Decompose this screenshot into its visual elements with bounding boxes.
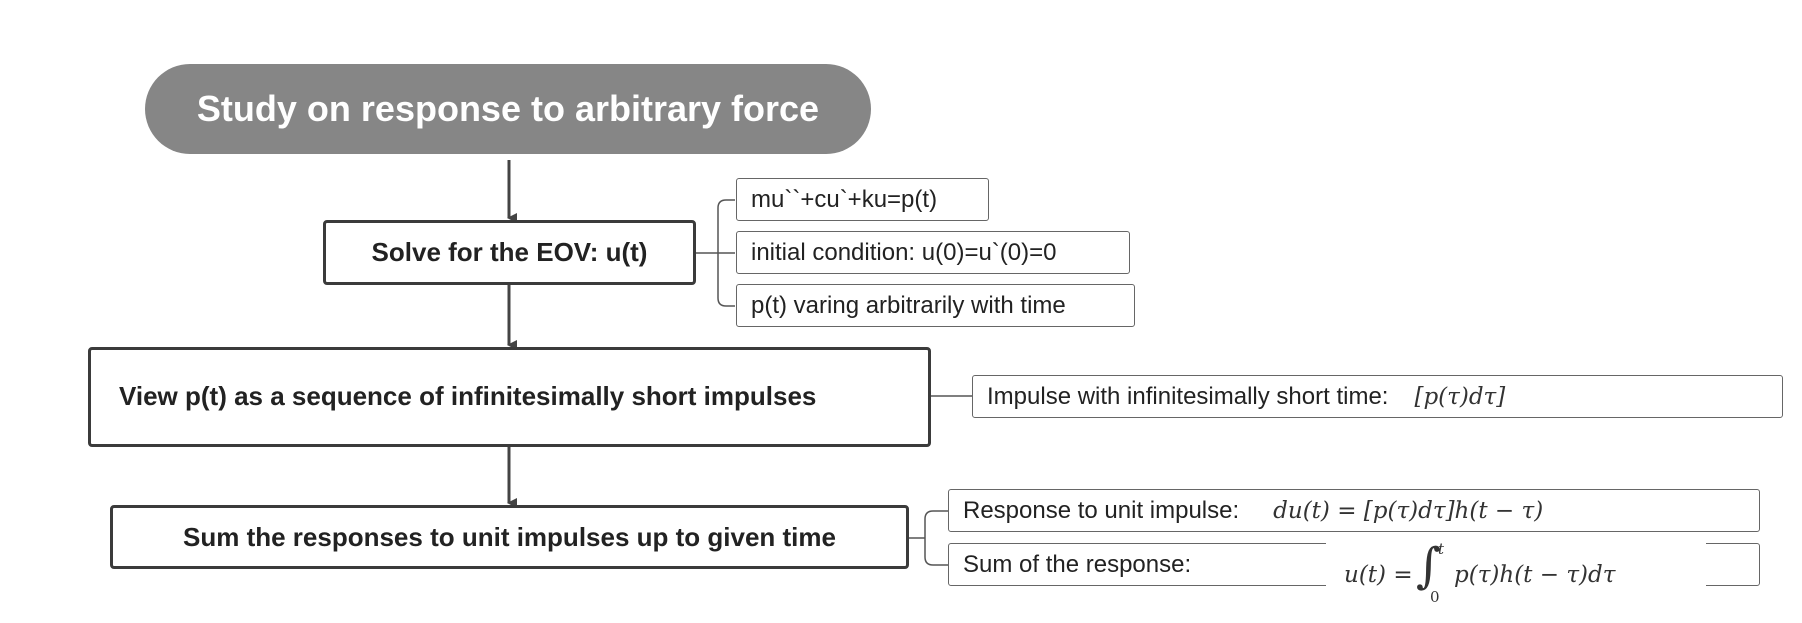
step-solve-eov: Solve for the EOV: u(t)	[323, 220, 696, 285]
diagram-title: Study on response to arbitrary force	[145, 64, 871, 154]
note-impulse: Impulse with infinitesimally short time:…	[972, 375, 1783, 418]
step-view-impulses: View p(t) as a sequence of infinitesimal…	[88, 347, 931, 447]
note-unit-impulse-label: Response to unit impulse:	[963, 496, 1240, 524]
integral-upper-limit: t	[1438, 540, 1445, 558]
bracket-eov-notes	[694, 199, 735, 307]
note-equation-of-motion: mu``+cu`+ku=p(t)	[736, 178, 989, 221]
note-arbitrary-force: p(t) varing arbitrarily with time	[736, 284, 1135, 327]
integral-rhs: p(τ)h(t − τ)dτ	[1454, 562, 1616, 588]
note-initial-condition: initial condition: u(0)=u`(0)=0	[736, 231, 1130, 274]
step-sum-responses: Sum the responses to unit impulses up to…	[110, 505, 909, 569]
integral-sign: ∫	[1416, 538, 1442, 594]
note-sum-label: Sum of the response:	[963, 550, 1192, 578]
integral-lhs: u(t) =	[1344, 562, 1413, 588]
note-impulse-label: Impulse with infinitesimally short time:	[987, 382, 1389, 410]
integral-lower-limit: 0	[1430, 588, 1440, 606]
note-unit-impulse-response: Response to unit impulse: du(t) = [p(τ)d…	[948, 489, 1760, 532]
convolution-integral: u(t) = ∫ t 0 p(τ)h(t − τ)dτ	[1326, 538, 1706, 608]
bracket-sum-notes	[908, 510, 948, 566]
impulse-formula: [p(τ)dτ]	[1414, 383, 1506, 410]
unit-impulse-formula: du(t) = [p(τ)dτ]h(t − τ)	[1273, 497, 1544, 524]
